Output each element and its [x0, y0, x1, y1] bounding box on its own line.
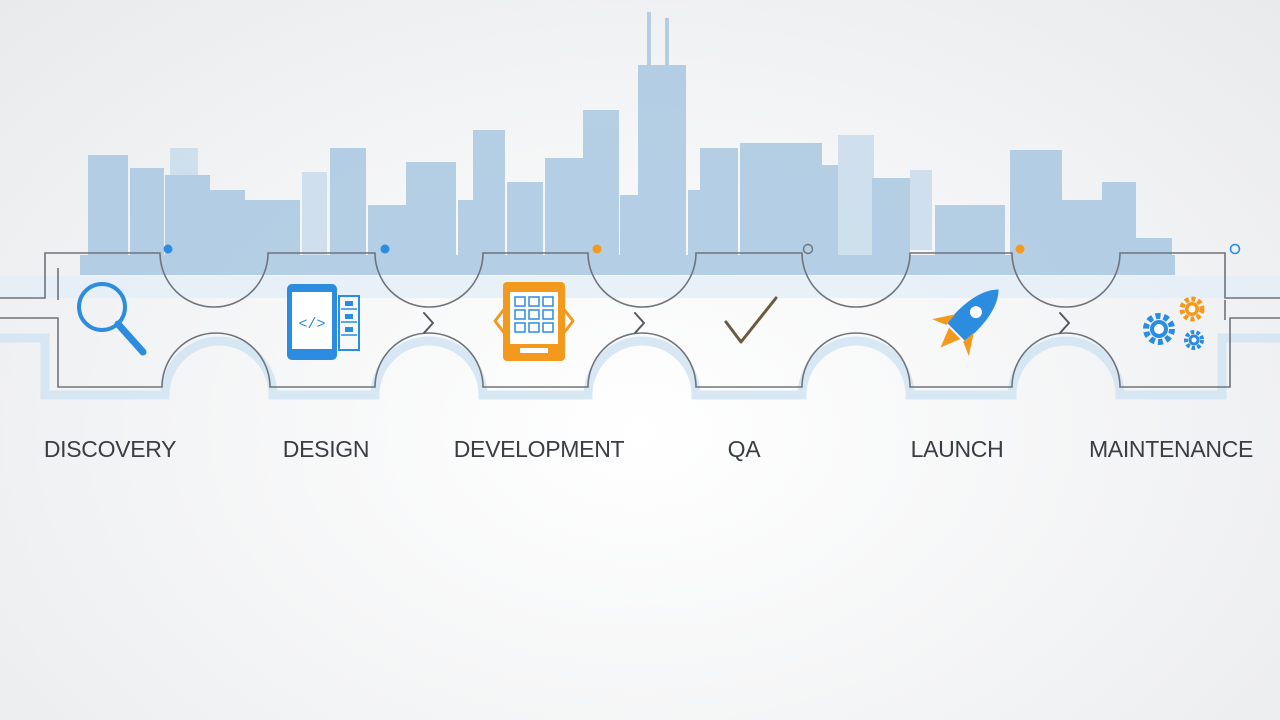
- city-skyline: [80, 12, 1175, 275]
- stage-label-launch: LAUNCH: [910, 436, 1004, 462]
- mobile-code-icon: </>: [287, 284, 360, 360]
- connector-dots: [163, 243, 1241, 255]
- checkmark-icon: [724, 296, 778, 344]
- stage-label-discovery: DISCOVERY: [43, 436, 177, 462]
- arrow-right-icon: [634, 312, 645, 334]
- track-band: [0, 276, 1280, 298]
- arrow-right-icon: [423, 312, 434, 334]
- track-glow: [0, 333, 1280, 400]
- process-track: [0, 252, 1280, 388]
- gears-icon: [1143, 296, 1205, 350]
- code-grid-icon: [493, 282, 575, 361]
- step-arrows: [423, 312, 1070, 334]
- svg-text:</>: </>: [298, 316, 325, 333]
- stage-label-development: DEVELOPMENT: [453, 436, 625, 462]
- stage-label-design: DESIGN: [282, 436, 370, 462]
- stage-label-maintenance: MAINTENANCE: [1088, 436, 1254, 462]
- arrow-right-icon: [1059, 312, 1070, 334]
- rocket-icon: [932, 289, 999, 356]
- stage-label-qa: QA: [727, 436, 761, 462]
- magnifier-icon: [77, 282, 147, 356]
